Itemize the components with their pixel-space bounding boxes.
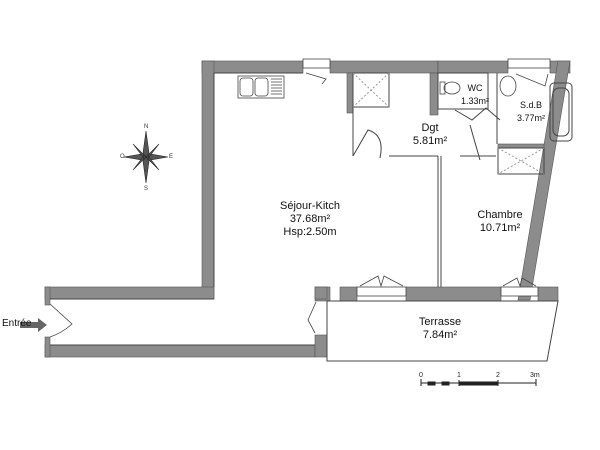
room-area: 37.68m² (289, 213, 331, 225)
room-dgt: Dgt 5.81m² (400, 122, 460, 148)
scale-tick-1: 1 (457, 372, 461, 379)
room-area: 5.81m² (412, 135, 448, 147)
room-area: 10.71m² (479, 222, 521, 234)
entry-arrow-icon (20, 318, 47, 332)
room-area: 3.77m² (516, 113, 545, 123)
room-name: Séjour-Kitch (280, 200, 340, 212)
compass-s: S (144, 186, 149, 192)
compass-icon (123, 130, 169, 184)
room-chambre: Chambre 10.71m² (465, 209, 535, 235)
room-sejour: Séjour-Kitch 37.68m² Hsp:2.50m (260, 200, 360, 239)
walls (44, 60, 571, 358)
room-name: Terrasse (418, 316, 462, 328)
room-name: S.d.B (519, 100, 542, 110)
room-area: 1.33m² (460, 96, 489, 106)
entry-label: Entrée (2, 318, 32, 329)
kitchen-sink (237, 75, 285, 99)
room-area: 7.84m² (422, 329, 458, 341)
room-name: WC (467, 83, 483, 93)
room-sdb: S.d.B 3.77m² (505, 99, 557, 125)
room-name: Dgt (421, 122, 439, 134)
compass-w: O (120, 154, 125, 160)
scale-tick-2: 2 (496, 372, 500, 379)
room-name: Chambre (477, 209, 523, 221)
scale-tick-3: 3m (530, 372, 540, 379)
scale-bar (420, 379, 537, 386)
compass-e: E (169, 154, 174, 160)
room-wc: WC 1.33m² (452, 82, 498, 108)
room-terrasse: Terrasse 7.84m² (405, 316, 475, 342)
compass-n: N (144, 124, 149, 130)
room-height: Hsp:2.50m (283, 226, 337, 238)
scale-tick-0: 0 (419, 372, 423, 379)
